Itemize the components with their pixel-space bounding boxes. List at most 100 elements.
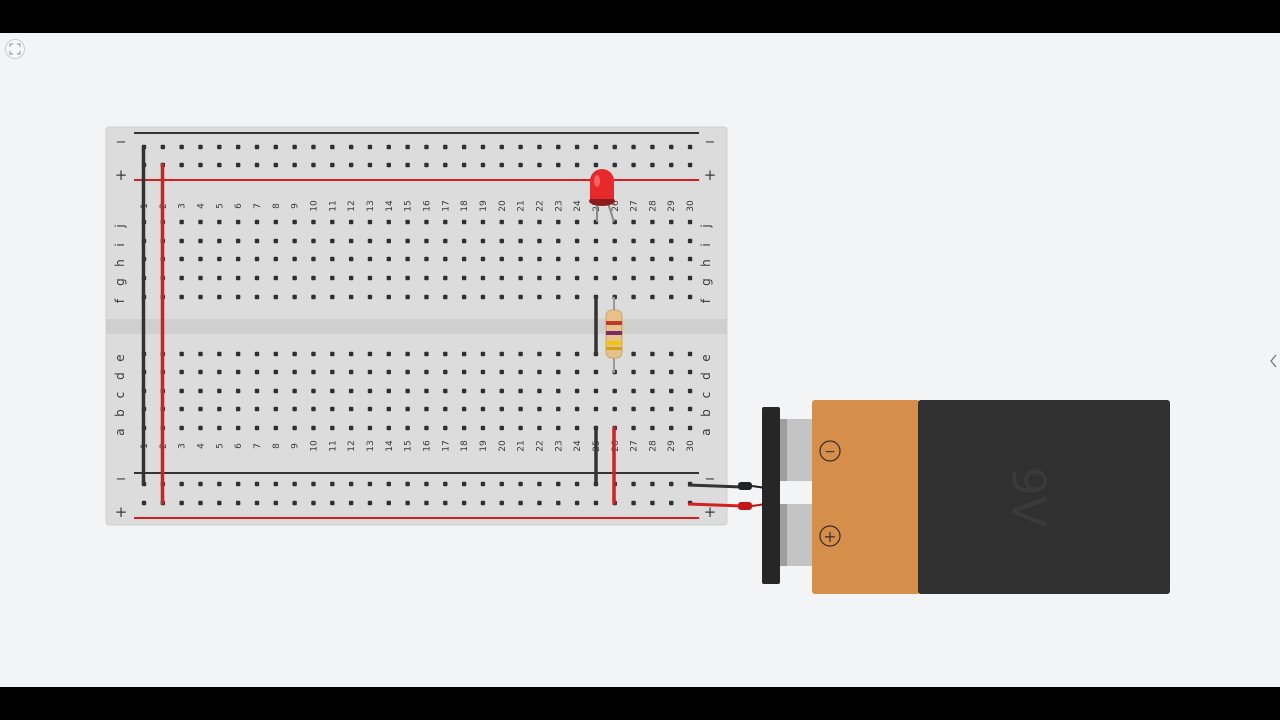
terminal-hole[interactable] [424,369,429,375]
rail-hole[interactable] [273,481,279,487]
terminal-hole[interactable] [367,369,373,375]
terminal-hole[interactable] [518,294,523,300]
terminal-hole[interactable] [217,388,222,394]
terminal-hole[interactable] [593,388,599,394]
rail-hole[interactable] [405,481,410,487]
rail-hole[interactable] [235,162,241,168]
rail-hole[interactable] [518,144,523,150]
resistor[interactable] [605,297,623,373]
terminal-hole[interactable] [405,351,410,357]
terminal-hole[interactable] [348,238,354,244]
terminal-hole[interactable] [367,294,373,300]
terminal-hole[interactable] [424,256,429,262]
rail-hole[interactable] [443,500,448,506]
rail-hole[interactable] [461,500,467,506]
rail-hole[interactable] [217,162,222,168]
rail-hole[interactable] [499,481,504,487]
rail-hole[interactable] [443,144,448,150]
terminal-hole[interactable] [405,219,410,225]
terminal-hole[interactable] [217,294,222,300]
rail-hole[interactable] [574,481,580,487]
terminal-hole[interactable] [461,238,467,244]
rail-hole[interactable] [443,481,448,487]
terminal-hole[interactable] [556,275,561,281]
rail-hole[interactable] [499,144,504,150]
terminal-hole[interactable] [217,238,222,244]
rail-hole[interactable] [461,162,467,168]
terminal-hole[interactable] [443,275,448,281]
terminal-hole[interactable] [179,425,184,431]
terminal-hole[interactable] [348,406,354,412]
terminal-hole[interactable] [217,351,222,357]
terminal-hole[interactable] [574,219,580,225]
rail-hole[interactable] [330,144,335,150]
terminal-hole[interactable] [198,294,203,300]
rail-hole[interactable] [556,500,561,506]
terminal-hole[interactable] [254,351,260,357]
terminal-hole[interactable] [217,406,222,412]
terminal-hole[interactable] [367,388,373,394]
terminal-hole[interactable] [179,406,184,412]
rail-hole[interactable] [537,162,542,168]
terminal-hole[interactable] [443,238,448,244]
terminal-hole[interactable] [292,238,297,244]
rail-hole[interactable] [424,481,429,487]
terminal-hole[interactable] [179,275,184,281]
rail-hole[interactable] [650,144,655,150]
terminal-hole[interactable] [612,256,617,262]
rail-hole[interactable] [480,500,486,506]
rail-hole[interactable] [141,500,147,506]
terminal-hole[interactable] [443,369,448,375]
battery-lead-positive[interactable] [687,502,743,508]
terminal-hole[interactable] [631,388,636,394]
terminal-hole[interactable] [330,238,335,244]
rail-hole[interactable] [480,481,486,487]
terminal-hole[interactable] [386,369,391,375]
rail-hole[interactable] [669,144,674,150]
terminal-hole[interactable] [273,351,279,357]
terminal-hole[interactable] [367,406,373,412]
terminal-hole[interactable] [405,294,410,300]
battery-9v[interactable]: −+9V [762,400,1170,594]
terminal-hole[interactable] [348,369,354,375]
rail-hole[interactable] [631,162,636,168]
rail-hole[interactable] [367,500,373,506]
terminal-hole[interactable] [292,388,297,394]
rail-hole[interactable] [687,162,693,168]
rail-hole[interactable] [556,144,561,150]
terminal-hole[interactable] [217,219,222,225]
terminal-hole[interactable] [537,351,542,357]
rail-hole[interactable] [179,481,184,487]
terminal-hole[interactable] [687,351,693,357]
terminal-hole[interactable] [556,406,561,412]
terminal-hole[interactable] [198,369,203,375]
terminal-hole[interactable] [292,369,297,375]
terminal-hole[interactable] [593,275,599,281]
terminal-hole[interactable] [330,256,335,262]
terminal-hole[interactable] [311,238,316,244]
terminal-hole[interactable] [650,219,655,225]
rail-hole[interactable] [254,481,260,487]
rail-hole[interactable] [669,500,674,506]
terminal-hole[interactable] [518,275,523,281]
terminal-hole[interactable] [235,388,241,394]
terminal-hole[interactable] [480,275,486,281]
rail-hole[interactable] [254,144,260,150]
terminal-hole[interactable] [669,294,674,300]
terminal-hole[interactable] [179,219,184,225]
terminal-hole[interactable] [556,388,561,394]
terminal-hole[interactable] [593,406,599,412]
terminal-hole[interactable] [537,294,542,300]
rail-hole[interactable] [292,144,297,150]
terminal-hole[interactable] [311,369,316,375]
terminal-hole[interactable] [330,388,335,394]
terminal-hole[interactable] [330,351,335,357]
terminal-hole[interactable] [574,425,580,431]
terminal-hole[interactable] [612,275,617,281]
terminal-hole[interactable] [499,256,504,262]
terminal-hole[interactable] [273,388,279,394]
rail-hole[interactable] [650,481,655,487]
terminal-hole[interactable] [424,275,429,281]
terminal-hole[interactable] [330,275,335,281]
rail-hole[interactable] [311,500,316,506]
